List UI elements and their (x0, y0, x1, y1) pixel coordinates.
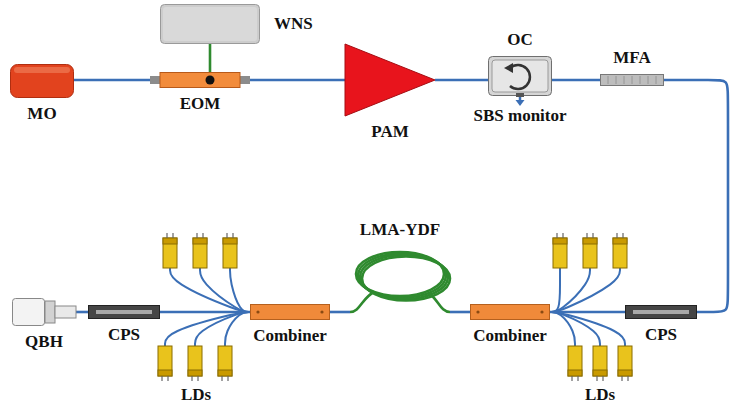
laser-diode (188, 346, 202, 381)
laser-diode (223, 233, 237, 268)
oc-shape (489, 57, 552, 98)
shape-graphic (150, 72, 250, 88)
fiber-link (250, 79, 345, 82)
laser-diode (553, 233, 567, 268)
group-label: LDs (181, 386, 211, 405)
noise-source-box: WNS (160, 4, 260, 44)
pump-fiber (230, 268, 250, 312)
amplifier-triangle: PAM (345, 44, 435, 116)
shape-graphic (625, 305, 697, 319)
stripper: CPS (625, 305, 697, 319)
pump-fiber (225, 312, 250, 346)
group-label: LDs (585, 386, 615, 405)
laser-diode (218, 346, 232, 381)
port-label: SBS monitor (473, 107, 566, 126)
fiber-link (552, 79, 600, 82)
laser-diode (158, 346, 172, 381)
shape-graphic (350, 246, 450, 312)
cps-shape (626, 306, 697, 319)
drive-cable (209, 44, 212, 72)
part-label: QBH (25, 333, 63, 352)
mfa-shape (601, 75, 664, 86)
laser-diode (583, 233, 597, 268)
part-label: Combiner (253, 327, 327, 346)
fiber-link (450, 311, 470, 314)
cps-shape (89, 306, 160, 319)
shape-graphic (160, 4, 260, 44)
fiber-coil: LMA-YDF (350, 246, 450, 312)
part-label: MFA (613, 49, 650, 68)
mode-adapter: MFA (600, 74, 664, 86)
fiber-link (160, 311, 250, 314)
laser-diode (618, 346, 632, 381)
fiber-link (664, 80, 728, 312)
combiner: Combiner (250, 304, 330, 320)
laser-diode (163, 233, 177, 268)
comb-shape (471, 305, 550, 320)
circulator: OC (488, 56, 552, 96)
pump-fiber (550, 268, 560, 312)
output-head: QBH (12, 298, 76, 326)
pump-fiber (165, 312, 250, 346)
pump-fiber (550, 312, 625, 346)
part-label: EOM (180, 95, 221, 114)
fiber-link (74, 79, 150, 82)
shape-graphic (10, 64, 74, 98)
pam-shape (345, 44, 435, 116)
monitor-arrowhead (516, 100, 525, 106)
part-label: CPS (645, 326, 677, 345)
part-label: WNS (274, 15, 313, 34)
comb-shape (251, 305, 330, 320)
modulator: EOM (150, 72, 250, 88)
pump-fiber (170, 268, 250, 312)
stripper: CPS (88, 305, 160, 319)
part-label: OC (507, 31, 533, 50)
part-label: LMA-YDF (360, 221, 440, 240)
shape-graphic (488, 56, 552, 96)
laser-diode (593, 346, 607, 381)
master-oscillator: MO (10, 64, 74, 98)
pump-fiber (200, 268, 250, 312)
part-label: Combiner (473, 327, 547, 346)
shape-graphic (250, 304, 330, 320)
shape-graphic (88, 305, 160, 319)
wns-shape (161, 5, 260, 44)
coil-shape (350, 252, 450, 312)
qbh-shape (13, 299, 77, 326)
shape-graphic (470, 304, 550, 320)
shape-graphic (12, 298, 76, 326)
part-label: CPS (108, 326, 140, 345)
pump-fiber (550, 268, 620, 312)
eom-shape (150, 73, 250, 88)
pump-fiber (195, 312, 250, 346)
fiber-link (330, 311, 350, 314)
shape-graphic (600, 74, 664, 86)
laser-diode (193, 233, 207, 268)
laser-diode (613, 233, 627, 268)
fiber-link (550, 311, 625, 314)
shape-graphic (345, 44, 435, 116)
laser-diode (568, 346, 582, 381)
part-label: PAM (371, 123, 408, 142)
fiber-link (435, 79, 488, 82)
mo-shape (11, 65, 74, 98)
fiber-link (76, 311, 88, 314)
combiner: Combiner (470, 304, 550, 320)
part-label: MO (27, 105, 56, 124)
